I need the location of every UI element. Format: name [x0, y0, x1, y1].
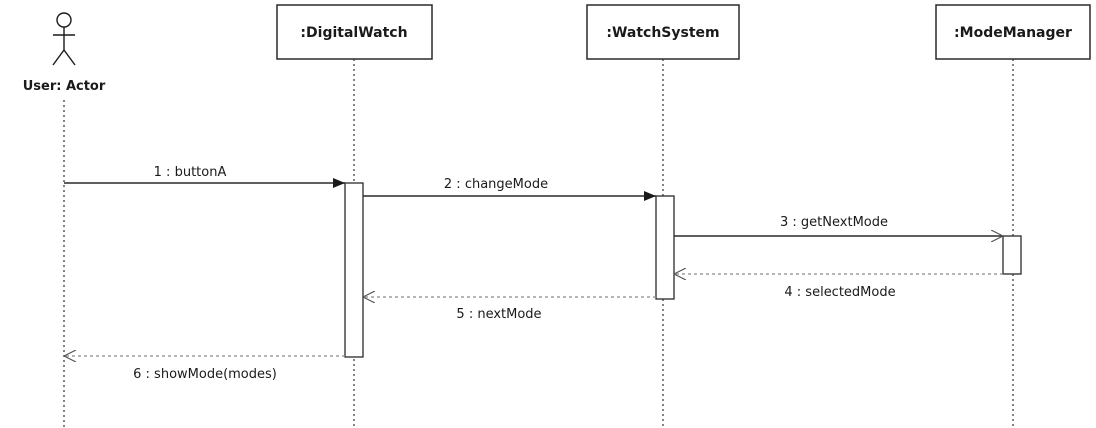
- lifeline-label-modemanager: :ModeManager: [954, 25, 1072, 41]
- message-label-6: 6 : showMode(modes): [133, 367, 277, 382]
- message-label-5: 5 : nextMode: [456, 307, 541, 322]
- activation-digitalwatch: [344, 182, 364, 358]
- actor-label: User: Actor: [23, 79, 106, 94]
- activation-watchsystem: [655, 195, 675, 300]
- message-label-2: 2 : changeMode: [444, 177, 548, 192]
- lifeline-box-digitalwatch: [276, 4, 433, 60]
- lifeline-label-digitalwatch: :DigitalWatch: [300, 25, 407, 41]
- lifeline-box-modemanager: [935, 4, 1091, 60]
- lifeline-label-watchsystem: :WatchSystem: [606, 25, 719, 41]
- lifeline-box-watchsystem: [586, 4, 740, 60]
- message-label-3: 3 : getNextMode: [780, 215, 888, 230]
- actor-icon: [52, 12, 76, 66]
- activation-modemanager: [1002, 235, 1022, 275]
- message-label-1: 1 : buttonA: [154, 165, 227, 180]
- message-label-4: 4 : selectedMode: [784, 285, 895, 300]
